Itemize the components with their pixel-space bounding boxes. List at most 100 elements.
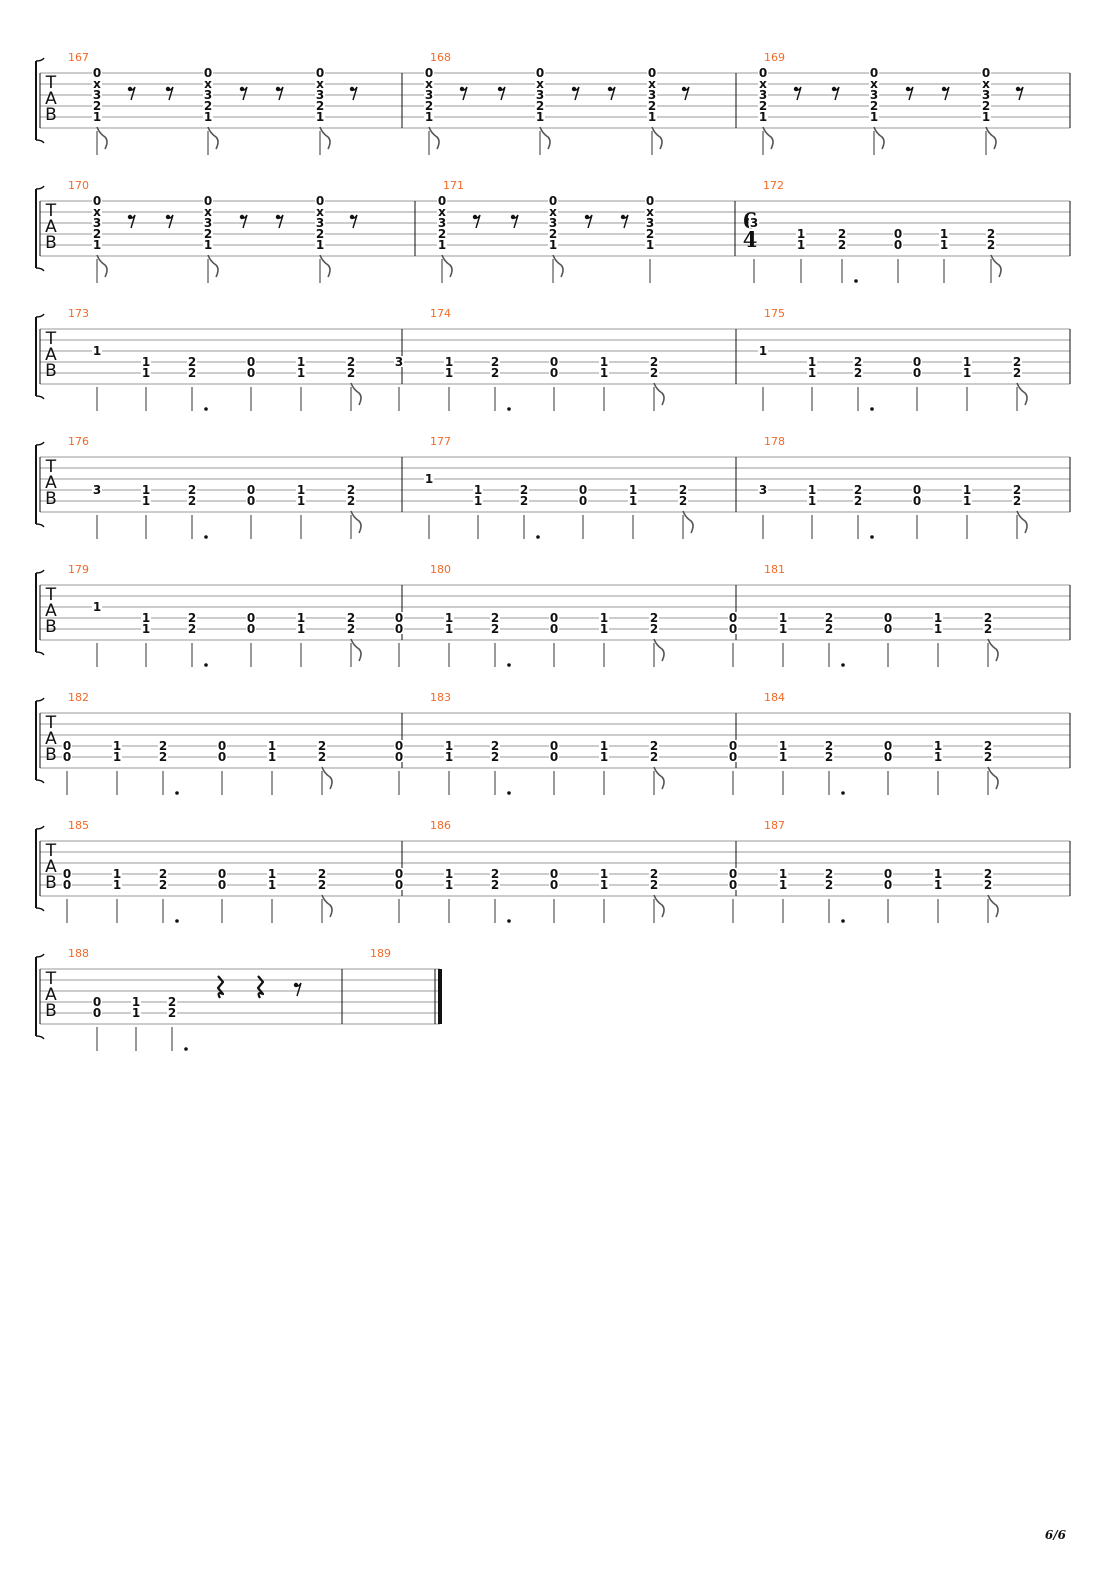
eighth-flag [1016, 382, 1028, 406]
measure: 1726431122001122 [743, 179, 1002, 283]
fret-number: 3 [536, 88, 544, 102]
fret-mask [217, 868, 227, 879]
fret-number: 1 [297, 611, 305, 625]
fret-number: 3 [759, 88, 767, 102]
fret-mask [853, 367, 863, 378]
fret-mask [424, 89, 434, 100]
fret-mask [548, 206, 558, 217]
eighth-flag [987, 638, 999, 662]
fret-mask [519, 495, 529, 506]
fret-mask [267, 868, 277, 879]
fret-mask [869, 78, 879, 89]
fret-number: 3 [438, 216, 446, 230]
fret-mask [141, 623, 151, 634]
measure-number: 174 [430, 307, 451, 320]
tab-clef-letter: B [45, 617, 57, 637]
eighth-rest-stroke [511, 214, 519, 229]
fret-number: 1 [870, 110, 878, 124]
fret-number: 0 [550, 611, 558, 625]
fret-number: 1 [934, 867, 942, 881]
measure: 189 [370, 947, 391, 960]
fret-mask [444, 623, 454, 634]
fret-number: 1 [445, 355, 453, 369]
fret-number: 0 [395, 611, 403, 625]
rhythm-dot [841, 791, 845, 795]
fret-number: 2 [1013, 483, 1021, 497]
fret-number: 1 [808, 494, 816, 508]
fret-number: 2 [984, 622, 992, 636]
fret-mask [645, 217, 655, 228]
fret-number: 0 [894, 238, 902, 252]
measure-number: 177 [430, 435, 451, 448]
rhythm-dot [507, 791, 511, 795]
fret-number: 2 [188, 366, 196, 380]
fret-number: 0 [395, 739, 403, 753]
fret-number: 2 [491, 622, 499, 636]
fret-number: 0 [729, 611, 737, 625]
fret-number: 1 [934, 739, 942, 753]
fret-number: 2 [188, 355, 196, 369]
fret-number: 1 [600, 878, 608, 892]
eighth-rest-stroke [682, 86, 690, 101]
tab-clef-letter: A [45, 857, 57, 877]
tab-clef-letter: B [45, 233, 57, 253]
fret-mask [883, 612, 893, 623]
fret-number: 2 [520, 483, 528, 497]
fret-number: x [438, 205, 446, 219]
tab-system: TAB1791112200112218000112200112218100112… [35, 563, 1071, 667]
fret-mask [578, 495, 588, 506]
fret-number: 0 [729, 739, 737, 753]
fret-mask [444, 367, 454, 378]
tab-system: TAB1670x3210x3210x3211680x3210x3210x3211… [35, 51, 1071, 155]
fret-number: 2 [491, 739, 499, 753]
bracket-hook [35, 953, 45, 958]
fret-number: 2 [854, 355, 862, 369]
fret-mask [983, 868, 993, 879]
rhythm-dot [841, 919, 845, 923]
measure-number: 172 [763, 179, 784, 192]
fret-number: 0 [550, 750, 558, 764]
fret-number: 1 [779, 739, 787, 753]
measure-number: 169 [764, 51, 785, 64]
eighth-flag [428, 126, 440, 150]
fret-number: x [648, 77, 656, 91]
fret-mask [548, 228, 558, 239]
tab-clef-letter: T [45, 201, 57, 221]
fret-mask [444, 740, 454, 751]
fret-number: 1 [600, 611, 608, 625]
fret-mask [424, 78, 434, 89]
fret-mask [548, 195, 558, 206]
bracket-hook [35, 313, 45, 318]
eighth-flag [653, 766, 665, 790]
fret-mask [267, 740, 277, 751]
fret-number: 0 [536, 66, 544, 80]
fret-number: 1 [142, 611, 150, 625]
fret-number: 2 [650, 366, 658, 380]
fret-mask [869, 67, 879, 78]
rhythm-dot [507, 919, 511, 923]
fret-mask [92, 111, 102, 122]
fret-mask [167, 1007, 177, 1018]
fret-mask [678, 495, 688, 506]
fret-mask [92, 345, 102, 356]
fret-mask [315, 111, 325, 122]
fret-mask [728, 740, 738, 751]
fret-number: 2 [1013, 355, 1021, 369]
fret-mask [490, 612, 500, 623]
fret-mask [92, 996, 102, 1007]
fret-number: 1 [113, 750, 121, 764]
measure-number: 170 [68, 179, 89, 192]
eighth-rest-stroke [276, 214, 284, 229]
bracket-hook [35, 651, 45, 656]
fret-mask [315, 217, 325, 228]
eighth-flag [350, 382, 362, 406]
fret-number: 1 [779, 750, 787, 764]
eighth-flag [762, 126, 774, 150]
fret-mask [628, 484, 638, 495]
fret-number: 2 [650, 622, 658, 636]
